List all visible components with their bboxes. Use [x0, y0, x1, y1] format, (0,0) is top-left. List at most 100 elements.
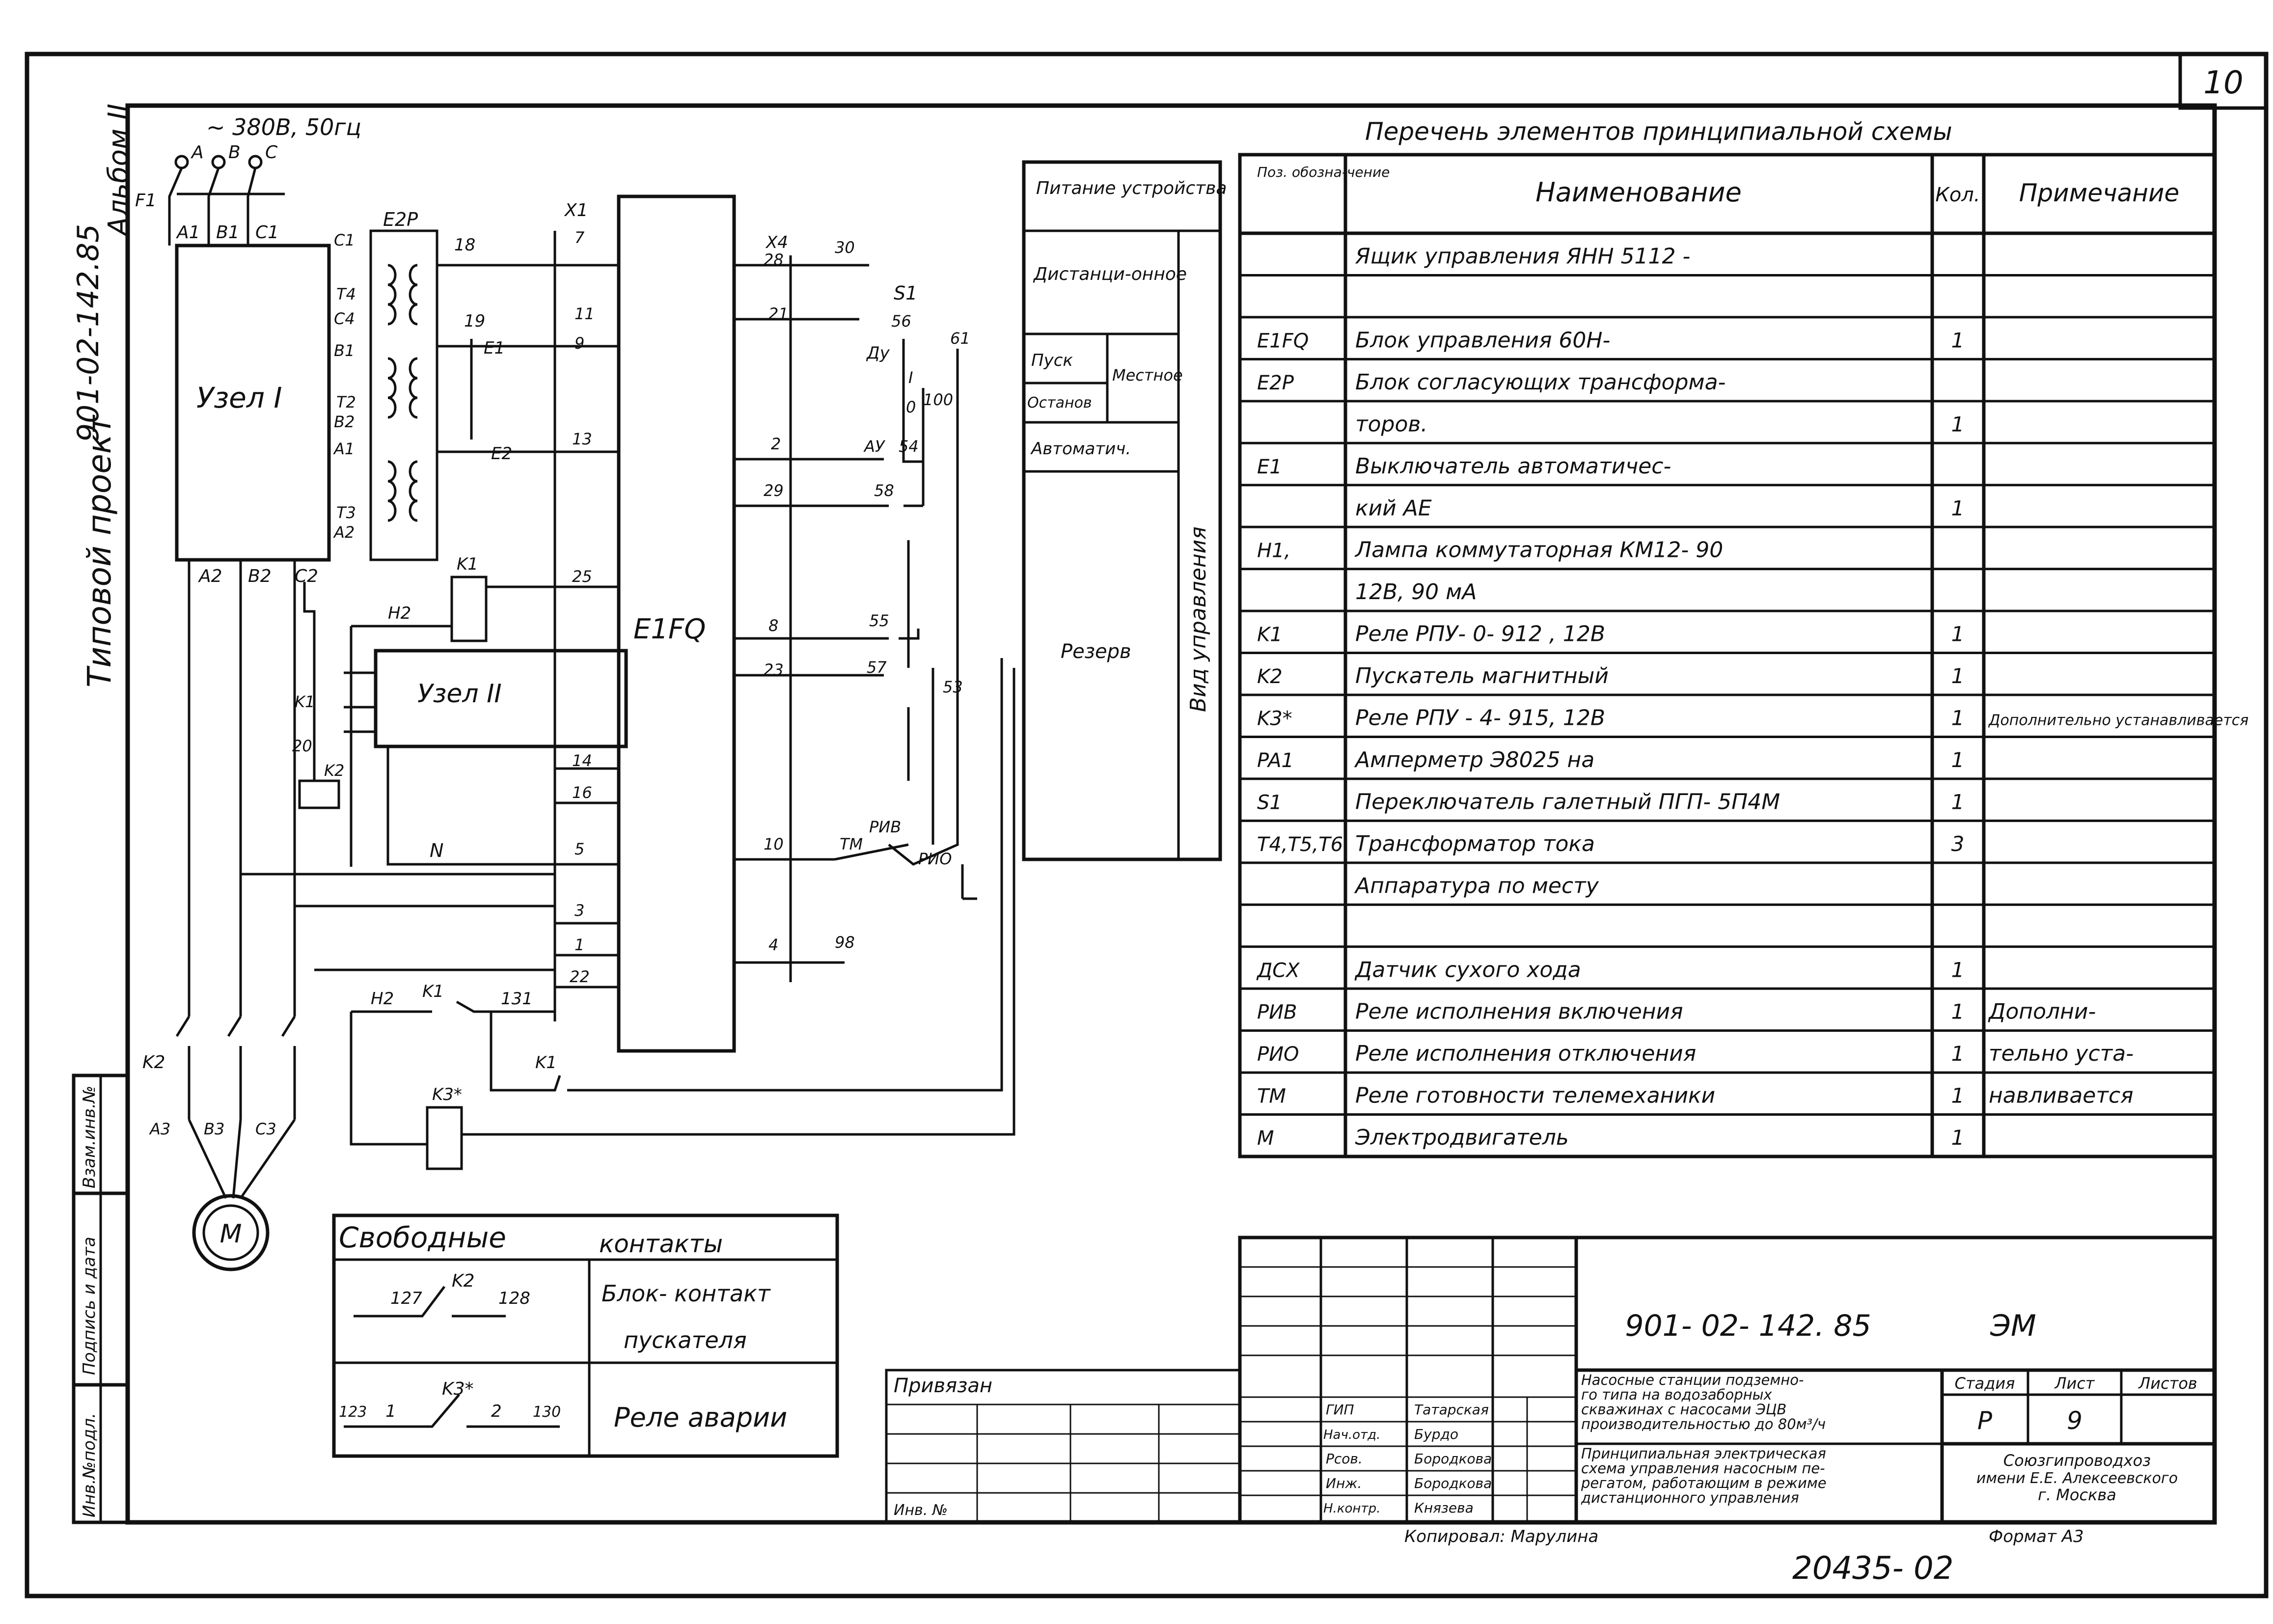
- x1-terminals: 7 11 9 13 25 14 16 5 3 1 22: [570, 228, 595, 986]
- strip-1: Взам.инв.№: [80, 1086, 99, 1188]
- fc-r1-left: 127: [390, 1289, 422, 1308]
- tt-a1: A1: [333, 440, 355, 458]
- hdr-qty: Кол.: [1935, 184, 1980, 206]
- switch-contacts: [899, 339, 934, 845]
- x1-t14: 14: [572, 751, 592, 770]
- h2-lower: H2: [371, 989, 394, 1009]
- mode-vertical-label: Вид управления: [1186, 526, 1211, 712]
- contact-61: 61: [950, 329, 970, 348]
- bottom-number: 20435- 02: [1792, 1550, 1953, 1587]
- fc-r2-right: 130: [533, 1404, 561, 1421]
- tb-org-2: имени Е.Е. Алексеевского: [1976, 1470, 2178, 1487]
- row-pos: PA1: [1257, 749, 1294, 772]
- relay-k2-label: K2: [324, 761, 344, 780]
- x1-t1: 1: [575, 936, 584, 954]
- name-5: Князева: [1414, 1500, 1474, 1516]
- project-type-vertical: Типовой проект: [81, 414, 118, 688]
- motor-t-b3: B3: [204, 1120, 224, 1138]
- node1-in-c1: C1: [255, 222, 279, 243]
- motor-circle-outer: [192, 1194, 270, 1271]
- row-pos: H1,: [1257, 540, 1290, 562]
- x1-t16: 16: [572, 783, 592, 802]
- row-pos: M: [1257, 1127, 1274, 1150]
- node2-label: Узел II: [417, 679, 502, 709]
- fc-contact-2: [344, 1394, 560, 1428]
- elements-title: Перечень элементов принципиальной схемы: [1365, 117, 1952, 146]
- k1-wires: [350, 585, 555, 867]
- x4-terminals: 28 21 2 29 8 23 10 4: [764, 250, 789, 954]
- fc-r2-desc: Реле аварии: [614, 1402, 787, 1433]
- relay-k3-coil: [426, 1106, 463, 1170]
- phase-a-terminal: [174, 155, 189, 169]
- relay-k3-label: K3*: [432, 1085, 462, 1104]
- coil-3b: [409, 460, 418, 522]
- node1-box: [175, 244, 331, 562]
- row-note: навливается: [1989, 1083, 2134, 1108]
- transformer-label: E2P: [383, 209, 418, 230]
- motor-feeds: [188, 1119, 296, 1199]
- row-pos: K2: [1257, 665, 1283, 688]
- motor-t-a3: A3: [149, 1120, 170, 1138]
- phase-c-label: C: [265, 142, 278, 163]
- tb-org-1: Союзгипроводхоз: [2003, 1451, 2151, 1470]
- contact-57: 57: [867, 658, 887, 677]
- free-contacts: Свободные контакты 127 K2 128 Блок- конт…: [332, 1213, 839, 1458]
- row-qty: 1: [1951, 664, 1965, 688]
- tt-b1: B1: [334, 341, 355, 360]
- role-5: Н.контр.: [1323, 1501, 1380, 1516]
- x1-to-e1fq-wires: [555, 264, 619, 989]
- n-wire: [386, 746, 555, 866]
- row-qty: 1: [1951, 748, 1965, 772]
- hdr-name: Наименование: [1535, 177, 1742, 208]
- row-pos: E1FQ: [1257, 330, 1309, 352]
- fc-r2-n1: 1: [385, 1402, 396, 1421]
- wire-e2: E2: [491, 444, 512, 464]
- tb-sheet-hdr: Лист: [2054, 1374, 2095, 1393]
- x4-t8: 8: [768, 616, 778, 635]
- mode-stop: Останов: [1027, 394, 1092, 412]
- wire-131: 131: [501, 989, 533, 1009]
- row-name: Трансформатор тока: [1355, 831, 1595, 856]
- tb-desc-1: Насосные станции подземно-: [1581, 1372, 1804, 1388]
- side-stamp: 901-02-142.85 Альбом II: [71, 104, 135, 442]
- title-block: 901- 02- 142. 85 ЭМ Насосные станции под…: [885, 1236, 2217, 1587]
- row-name: Ящик управления ЯНН 5112 -: [1355, 244, 1690, 269]
- power-lines: [188, 560, 296, 1017]
- motor-label: M: [220, 1219, 242, 1249]
- remote-riv: РИВ: [869, 818, 901, 836]
- name-1: Татарская: [1414, 1402, 1489, 1418]
- switch-pos-au: АУ: [863, 437, 886, 456]
- tb-desc-2: го типа на водозаборных: [1581, 1386, 1773, 1403]
- tt-b2: B2: [334, 413, 355, 431]
- row-name: Переключатель галетный ПГП- 5П4М: [1355, 789, 1780, 814]
- name-4: Бородкова: [1414, 1475, 1492, 1491]
- node1-in-b1: B1: [216, 222, 240, 243]
- transformer-coils: [387, 264, 418, 522]
- mode-local: Местное: [1112, 366, 1183, 385]
- x1-t13: 13: [572, 430, 592, 448]
- row-note: тельно уста-: [1989, 1041, 2134, 1066]
- row-name: 12В, 90 мА: [1355, 579, 1477, 605]
- elements-list: Перечень элементов принципиальной схемы …: [1238, 117, 2248, 1158]
- n-label: N: [430, 840, 443, 861]
- k3-circuit: [350, 658, 1003, 1146]
- mode-vertical-group: Вид управления: [1186, 526, 1211, 712]
- relay-k1-coil: [450, 576, 488, 642]
- row-qty: 1: [1951, 412, 1965, 436]
- tb-sheets-hdr: Листов: [2138, 1374, 2197, 1393]
- supply-label: ~ 380В, 50гц: [206, 114, 361, 140]
- name-2: Бурдо: [1414, 1426, 1458, 1442]
- phase-a-label: A: [191, 142, 204, 163]
- role-4: Инж.: [1326, 1475, 1362, 1491]
- remote-tm: ТМ: [840, 835, 863, 853]
- tt-t4: T4: [336, 285, 356, 303]
- left-strip: Взам.инв.№ Подпись и дата Инв.№подл.: [72, 1073, 130, 1524]
- tt-c1: C1: [334, 231, 355, 249]
- row-name: Лампа коммутаторная КМ12- 90: [1354, 538, 1723, 563]
- x1-t3: 3: [575, 901, 584, 920]
- row-pos: ТМ: [1257, 1085, 1286, 1108]
- row-note: Дополни-: [1988, 999, 2096, 1024]
- fc-contact-1: [354, 1286, 506, 1318]
